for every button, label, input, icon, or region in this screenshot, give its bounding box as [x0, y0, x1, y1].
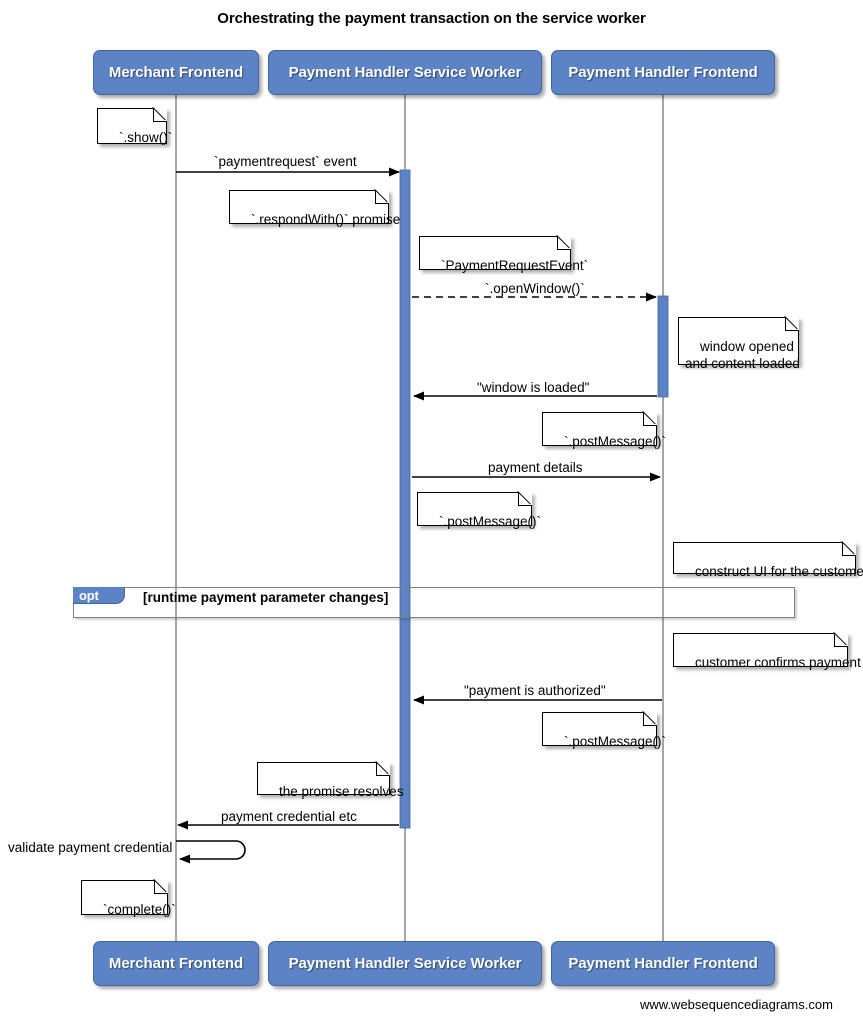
participant-payment-handler-service-worker-top[interactable]: Payment Handler Service Worker: [268, 50, 542, 95]
note-text: `.postMessage()`: [439, 514, 542, 529]
note-window-opened-and-content-loaded: window opened and content loaded: [678, 317, 800, 371]
message-label-payment-details: payment details: [488, 460, 583, 475]
fragment-opt-operator-tab: opt: [73, 587, 125, 604]
fragment-opt-condition: [runtime payment parameter changes]: [143, 590, 389, 605]
note-text: customer confirms payment: [695, 655, 861, 670]
note-the-promise-resolves: the promise resolves: [257, 762, 404, 799]
note-postmessage-1: `.postMessage()`: [542, 412, 666, 449]
note-fold-icon: [643, 712, 657, 726]
message-label-payment-is-authorized: "payment is authorized": [464, 683, 606, 698]
note-text: `.show()`: [119, 130, 173, 145]
note-fold-icon: [785, 317, 799, 331]
message-arrows: [176, 167, 662, 864]
participant-payment-handler-service-worker-bottom[interactable]: Payment Handler Service Worker: [268, 941, 542, 986]
participant-merchant-frontend-top[interactable]: Merchant Frontend: [93, 50, 259, 95]
note-fold-icon: [153, 108, 167, 122]
note-text: `.postMessage()`: [564, 434, 667, 449]
note-fold-icon: [643, 412, 657, 426]
note-customer-confirms-payment: customer confirms payment: [673, 633, 861, 670]
note-postmessage-2: `.postMessage()`: [417, 492, 541, 529]
note-fold-icon: [834, 633, 848, 647]
message-label-validate-payment-credential: validate payment credential: [8, 840, 173, 855]
note-respondwith-promise: `.respondWith()` promise: [229, 190, 400, 227]
activation-bars: [399, 169, 669, 829]
note-text: `.postMessage()`: [564, 734, 667, 749]
note-postmessage-3: `.postMessage()`: [542, 712, 666, 749]
note-text: window opened and content loaded: [685, 339, 800, 371]
participant-merchant-frontend-bottom[interactable]: Merchant Frontend: [93, 941, 259, 986]
note-fold-icon: [376, 762, 390, 776]
note-complete: `complete()`: [81, 880, 176, 917]
note-text: construct UI for the customer: [695, 564, 863, 579]
note-fold-icon: [375, 190, 389, 204]
message-label-payment-credential-etc: payment credential etc: [221, 809, 357, 824]
message-label-window-is-loaded: "window is loaded": [477, 380, 590, 395]
note-fold-icon: [518, 492, 532, 506]
note-text: `.respondWith()` promise: [251, 212, 401, 227]
note-text: `PaymentRequestEvent`: [441, 258, 589, 273]
note-fold-icon: [842, 542, 856, 556]
note-show: `.show()`: [97, 108, 172, 145]
participant-payment-handler-frontend-top[interactable]: Payment Handler Frontend: [551, 50, 775, 95]
footer-credit: www.websequencediagrams.com: [640, 997, 833, 1012]
note-fold-icon: [154, 880, 168, 894]
note-construct-ui-for-the-customer: construct UI for the customer: [673, 542, 863, 579]
page-title: Orchestrating the payment transaction on…: [217, 10, 646, 27]
message-label-paymentrequest-event: `paymentrequest` event: [214, 154, 357, 169]
message-label-openwindow: `.openWindow()`: [485, 281, 585, 296]
message-arrow-self-validate: [176, 840, 246, 864]
note-text: the promise resolves: [279, 784, 404, 799]
note-paymentrequestevent: `PaymentRequestEvent`: [419, 236, 588, 273]
activation-bar-payment-handler-frontend: [657, 295, 669, 398]
activation-bar-service-worker: [399, 169, 411, 829]
note-text: `complete()`: [103, 902, 176, 917]
participant-payment-handler-frontend-bottom[interactable]: Payment Handler Frontend: [551, 941, 775, 986]
note-fold-icon: [557, 236, 571, 250]
